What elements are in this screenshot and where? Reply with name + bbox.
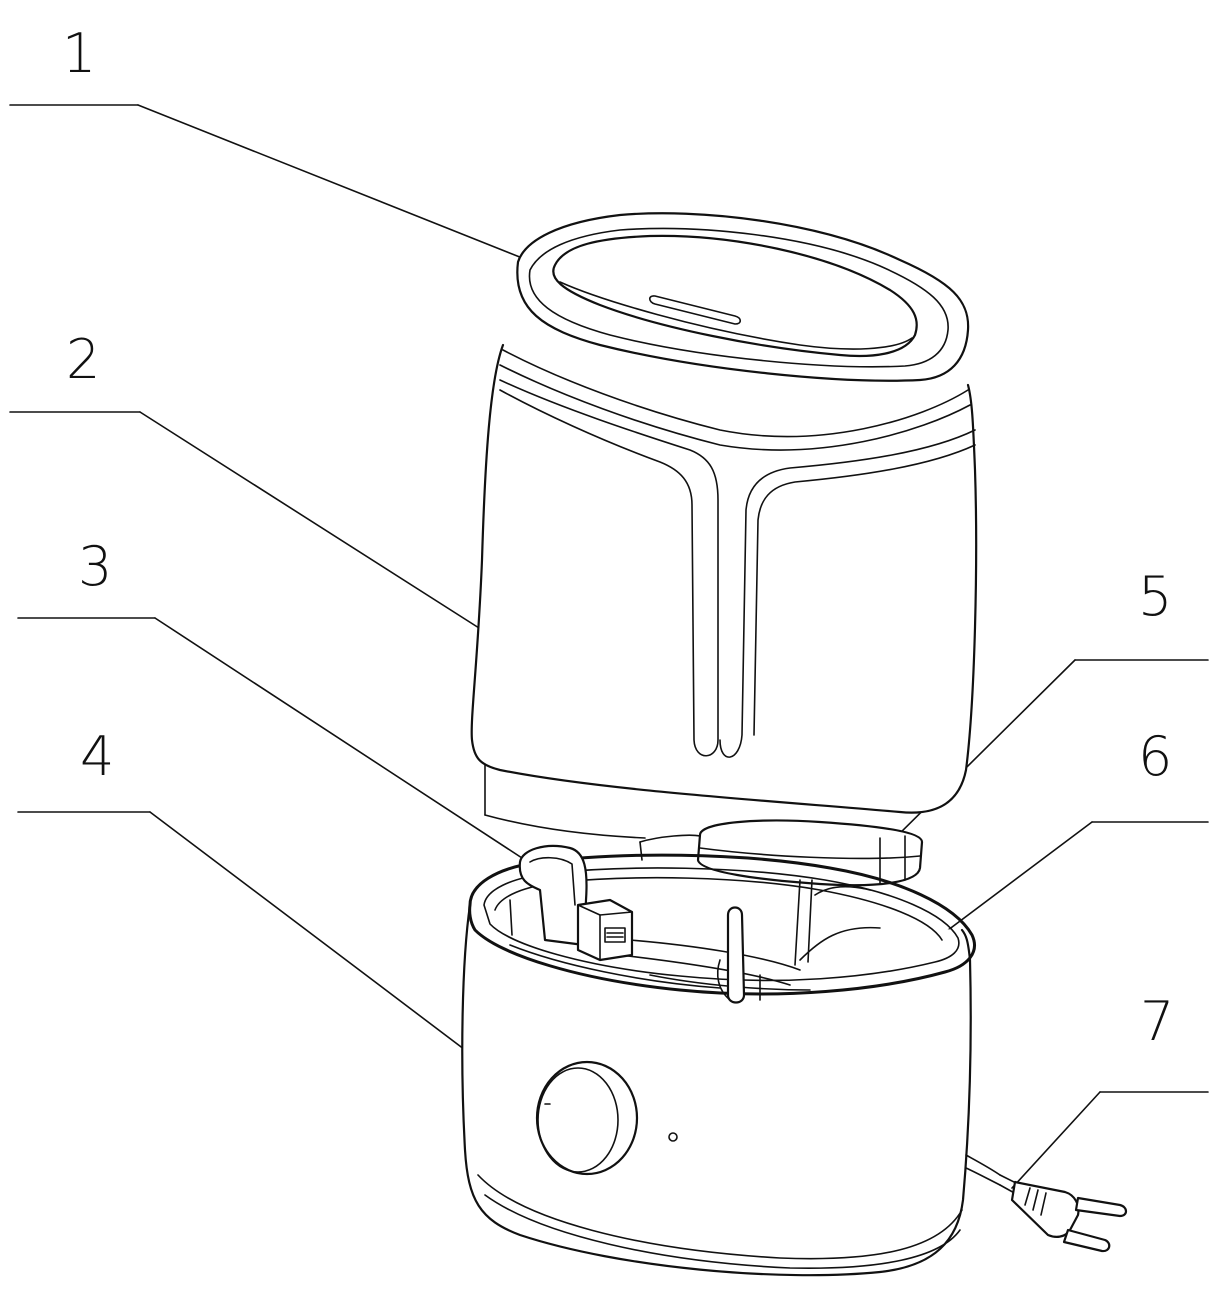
callout-number-7: 7	[1140, 990, 1174, 1053]
base-body	[461, 903, 972, 1277]
callout-number-2: 2	[66, 328, 100, 391]
water-level-post	[716, 906, 746, 1004]
humidifier-base	[461, 844, 1001, 1277]
float-switch-block	[576, 898, 634, 962]
leader-line-7	[1011, 1091, 1209, 1189]
power-cord-plug	[999, 1174, 1128, 1253]
water-tank	[470, 212, 978, 887]
tank-front-panel	[499, 379, 719, 757]
air-guide-bracket	[509, 844, 588, 947]
callout-number-3: 3	[78, 535, 112, 598]
leader-line-2	[9, 411, 491, 636]
leader-line-3	[17, 617, 523, 859]
control-knob	[535, 1060, 639, 1176]
lid-slot	[648, 295, 742, 325]
base-top-rim	[468, 853, 976, 996]
callout-number-4: 4	[80, 725, 114, 788]
plug-body	[1010, 1180, 1080, 1238]
leader-line-5	[884, 659, 1209, 849]
callout-number-6: 6	[1138, 725, 1172, 788]
callout-number-1: 1	[62, 22, 96, 85]
indicator-light	[668, 1132, 678, 1142]
tank-valve-cap	[639, 819, 924, 887]
callout-number-5: 5	[1138, 565, 1172, 628]
tank-lid	[552, 234, 918, 358]
plug-pin-upper	[1074, 1196, 1128, 1218]
leader-line-1	[9, 104, 591, 286]
plug-pin-lower	[1062, 1228, 1111, 1253]
